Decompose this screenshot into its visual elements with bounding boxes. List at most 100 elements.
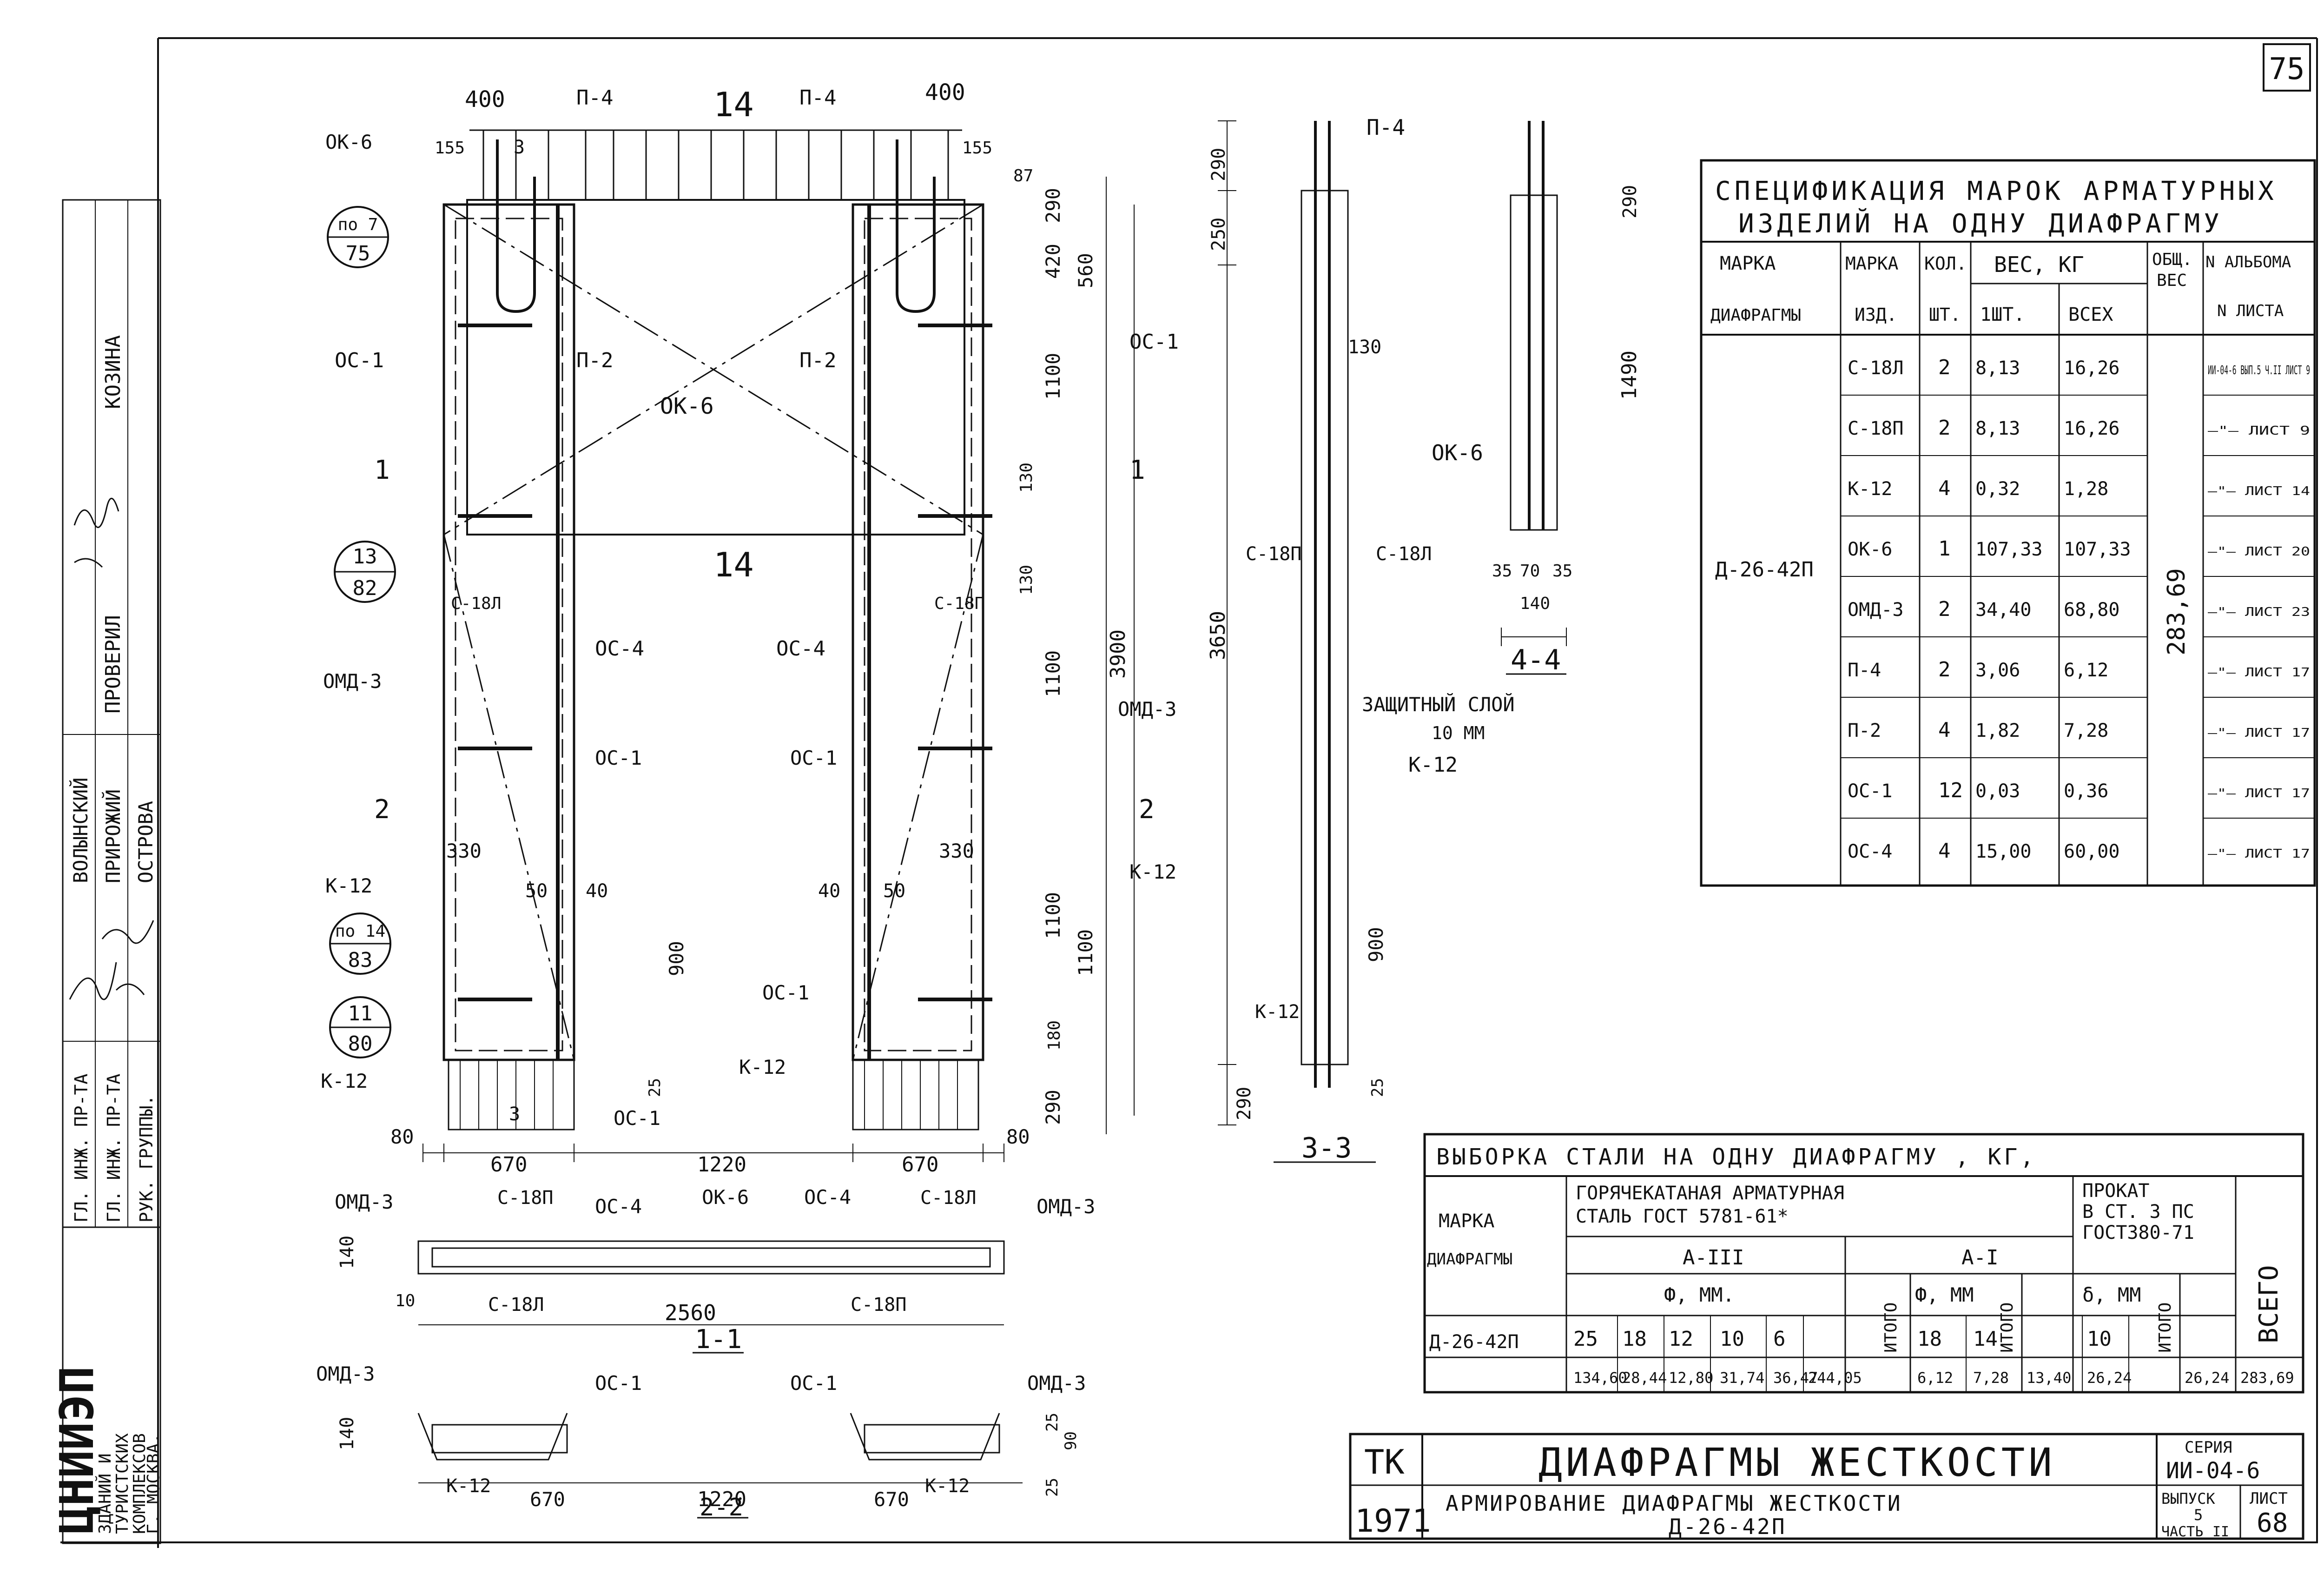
spec-cell-mark: ОС-1 — [1848, 780, 1892, 802]
dim-bottom-80-left: 80 — [390, 1125, 414, 1148]
steel-diam-a3: 18 — [1622, 1327, 1647, 1351]
s33-dim-290-top: 290 — [1208, 148, 1229, 181]
dim-inner-900: 900 — [665, 941, 688, 976]
elevation-view — [423, 129, 1135, 1162]
steel-class-a1: А-I — [1961, 1246, 1998, 1270]
spec-cell-qty: 2 — [1938, 658, 1951, 681]
spec-cell-weight-all: 7,28 — [2064, 720, 2108, 741]
stamp-role-2: ГЛ. ИНЖ. ПР-ТА — [104, 1074, 124, 1223]
section-mark-1-right: 1 — [1129, 455, 1145, 485]
dim-right-2: 560 — [1074, 253, 1097, 288]
stamp-name-1: ВОЛЫНСКИЙ — [69, 777, 92, 883]
section-2-2-labels: ОМД-3 ОС-1 ОС-1 ОМД-3 К-12 К-12 140 670 … — [316, 1362, 1086, 1521]
mark-top-14: 14 — [713, 85, 754, 124]
spec-cell-weight-one: 3,06 — [1975, 660, 2020, 681]
steel-diam-a3: 10 — [1720, 1327, 1744, 1351]
section-1-1-view — [417, 1240, 1005, 1354]
stamp-role-3: РУК. ГРУППЫ. — [136, 1095, 157, 1223]
steel-val-a3: 28,44 — [1622, 1369, 1667, 1387]
steel-val-plate: 26,24 — [2087, 1369, 2132, 1387]
s44-dim-70: 70 — [1520, 562, 1540, 581]
s22-dim-1220: 1220 — [697, 1488, 746, 1511]
spec-cell-qty: 4 — [1938, 839, 1951, 863]
steel-val-a1: 7,28 — [1973, 1369, 2009, 1387]
steel-thick: 10 — [2087, 1327, 2112, 1351]
spec-cell-weight-all: 107,33 — [2064, 539, 2131, 560]
s22-callout-os1-left: ОС-1 — [595, 1372, 642, 1395]
s33-callout-c18p: С-18П — [1246, 543, 1301, 565]
steel-group2-2: В СТ. 3 ПС — [2082, 1201, 2194, 1223]
s11-callout-ok6: ОК-6 — [702, 1186, 749, 1209]
s33-dim-3650: 3650 — [1206, 611, 1230, 660]
s11-callout-omd3-left: ОМД-3 — [335, 1190, 393, 1213]
steel-group2-1: ПРОКАТ — [2082, 1180, 2150, 1202]
spec-cell-mark: ОК-6 — [1848, 539, 1892, 560]
dim-inner-330-left: 330 — [446, 840, 482, 862]
spec-cell-weight-all: 16,26 — [2064, 357, 2119, 379]
spec-h-ves: ВЕС, КГ — [1994, 252, 2084, 277]
steel-val-grand-total: 283,69 — [2240, 1369, 2294, 1387]
steel-group2-3: ГОСТ380-71 — [2082, 1222, 2194, 1243]
section-mark-3-top: 3 — [514, 137, 525, 158]
dim-right-10: 180 — [1045, 1020, 1064, 1051]
steel-val-a1-total: 13,40 — [2027, 1369, 2071, 1387]
spec-cell-album: —"— ЛИСТ 17 — [2208, 666, 2310, 680]
spec-cell-mark: К-12 — [1848, 478, 1892, 500]
tb-subtitle-2: Д-26-42П — [1669, 1514, 1787, 1539]
s22-callout-omd3-left: ОМД-3 — [316, 1362, 375, 1385]
steel-itogo-plate: ИТОГО — [2156, 1303, 2175, 1353]
spec-cell-qty: 1 — [1938, 537, 1951, 561]
s11-dim-10: 10 — [395, 1291, 415, 1310]
steel-group1-2: СТАЛЬ ГОСТ 5781-61* — [1576, 1206, 1789, 1227]
spec-cell-qty: 12 — [1938, 779, 1963, 802]
callout-k12-bottom-left: К-12 — [321, 1070, 368, 1092]
spec-total-weight: 283,69 — [2163, 568, 2191, 655]
stamp-role-1: ГЛ. ИНЖ. ПР-ТА — [71, 1074, 92, 1223]
s22-callout-os1-right: ОС-1 — [790, 1372, 837, 1395]
steel-val-a3: 36,47 — [1773, 1369, 1818, 1387]
s33-protective-layer: ЗАЩИТНЫЙ СЛОЙ — [1362, 693, 1515, 716]
signature-2 — [69, 920, 154, 1000]
spec-cell-album: —"— ЛИСТ 17 — [2208, 847, 2310, 861]
dim-155-right: 155 — [962, 139, 992, 158]
title-block-labels: ТК 1971 ДИАФРАГМЫ ЖЕСТКОСТИ АРМИРОВАНИЕ … — [1355, 1438, 2288, 1540]
callout-p2-right: П-2 — [799, 349, 836, 372]
stamp-name-3: ОСТРОВА — [134, 801, 157, 883]
s11-callout-c18p-bottom: С-18П — [851, 1294, 906, 1316]
callout-os1-low: ОС-1 — [762, 981, 809, 1004]
callout-os1-left: ОС-1 — [335, 349, 384, 372]
title-block — [1349, 1433, 2304, 1540]
spec-cell-weight-one: 0,03 — [1975, 780, 2020, 802]
s33-callout-ok6: ОК-6 — [1432, 440, 1483, 465]
steel-diam-a3: 6 — [1773, 1327, 1786, 1351]
s22-dim-670-left: 670 — [530, 1488, 565, 1511]
callout-omd3-right: ОМД-3 — [1118, 698, 1176, 721]
spec-cell-mark: П-2 — [1848, 720, 1881, 741]
s44-dim-35-right: 35 — [1552, 562, 1572, 581]
spec-cell-album: —"— ЛИСТ 9 — [2208, 424, 2310, 438]
ref-circle-4-bottom: 80 — [348, 1032, 373, 1056]
steel-itogo-a1: ИТОГО — [1998, 1303, 2017, 1353]
org-line-4: Г. МОСКВА. — [144, 1433, 163, 1534]
spec-title-2: ИЗДЕЛИЙ НА ОДНУ ДИАФРАГМУ — [1738, 208, 2223, 239]
section-mark-1-left: 1 — [374, 455, 390, 485]
s22-dim-25-top: 25 — [1043, 1413, 1062, 1432]
org-line-1: ЗДАНИЙ И — [95, 1454, 115, 1534]
ref-circle-3-bottom: 83 — [348, 948, 373, 972]
spec-cell-qty: 2 — [1938, 416, 1951, 440]
spec-h-album-1: N АЛЬБОМА — [2205, 253, 2291, 271]
dim-87: 87 — [1013, 166, 1033, 185]
s11-callout-c18p: С-18П — [497, 1187, 553, 1209]
s11-dim-2560: 2560 — [665, 1300, 716, 1325]
spec-cell-weight-all: 0,36 — [2064, 780, 2108, 802]
dim-right-7: 3900 — [1106, 629, 1130, 679]
s33-callout-k12-bottom: К-12 — [1255, 1001, 1300, 1023]
s22-dim-140: 140 — [337, 1417, 358, 1450]
spec-h-obsh-1: ОБЩ. — [2152, 250, 2192, 269]
tb-series: ИИ-04-6 — [2166, 1458, 2260, 1484]
s33-dim-900: 900 — [1365, 927, 1387, 962]
spec-h-obsh-2: ВЕС — [2157, 271, 2187, 290]
